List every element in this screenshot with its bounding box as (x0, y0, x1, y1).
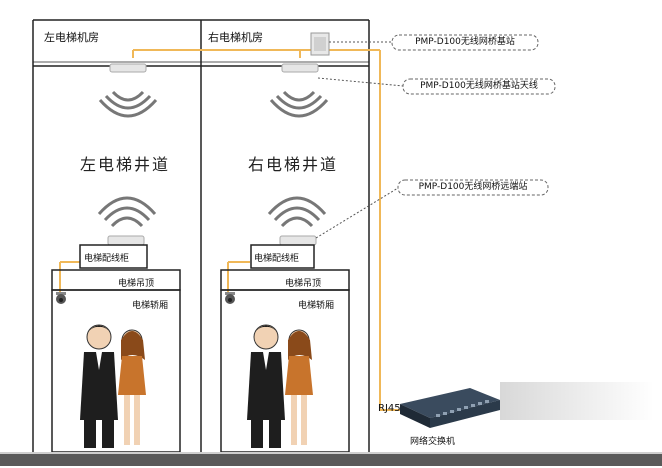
left-ceiling-label: 电梯吊顶 (118, 279, 155, 289)
callout-clouds (391, 34, 556, 196)
switch-label: 网络交换机 (410, 437, 456, 447)
base-station-antenna-callout: PMP-D100无线网桥基站天线 (420, 81, 538, 91)
left-distribution-box-label: 电梯配线柜 (84, 254, 130, 264)
external-link (500, 382, 654, 420)
right-shaft-label: 右电梯井道 (248, 155, 339, 174)
remote-station-callout: PMP-D100无线网桥远端站 (418, 182, 528, 192)
left-machine-room-label: 左电梯机房 (44, 31, 99, 44)
network-switch-icon (400, 388, 500, 428)
remote-station-device (107, 235, 317, 246)
right-car-label: 电梯轿厢 (298, 301, 335, 311)
right-edge (654, 0, 662, 452)
cables (59, 49, 400, 411)
right-ceiling-label: 电梯吊顶 (285, 279, 322, 289)
access-point-icon (109, 63, 319, 73)
distribution-boxes (79, 244, 315, 269)
building-frame (32, 19, 370, 452)
right-machine-room-label: 右电梯机房 (208, 31, 263, 44)
left-shaft-label: 左电梯井道 (80, 155, 171, 174)
callout-leaders (315, 41, 404, 239)
base-station-device (310, 32, 330, 56)
right-distribution-box-label: 电梯配线柜 (254, 254, 300, 264)
rj45-label: RJ45 (378, 403, 401, 414)
people-icon (80, 324, 146, 448)
camera-icon (56, 292, 235, 304)
left-car-label: 电梯轿厢 (132, 301, 169, 311)
base-station-callout: PMP-D100无线网桥基站 (415, 37, 515, 47)
bottom-bar (0, 452, 662, 466)
wifi-signal-icon (97, 196, 327, 228)
people-icon (247, 324, 313, 448)
wifi-signal-icon (98, 90, 329, 118)
